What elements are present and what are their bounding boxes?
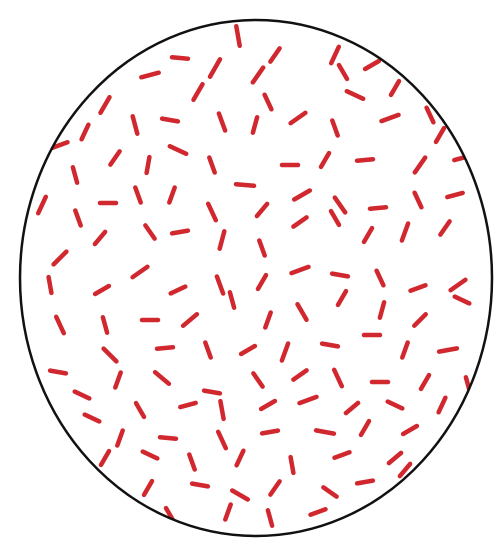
bacterium-rod [357, 481, 373, 484]
bacterium-rod [291, 457, 294, 473]
bacterium-rod [262, 431, 278, 434]
bacterium-rod [236, 184, 254, 186]
bacterium-rod [172, 231, 188, 234]
bacterium-rod [147, 157, 150, 173]
bacterium-rod [157, 347, 173, 348]
bacterium-rod [50, 371, 66, 374]
bacterium-rod [357, 159, 373, 160]
bacterium-rod [220, 401, 223, 419]
bacterium-rod [162, 119, 178, 122]
bacterium-rod [192, 484, 208, 487]
bacterium-rod [172, 57, 188, 58]
bacterium-rod [316, 430, 334, 433]
bacterium-rod [332, 274, 348, 277]
bacterium-rod [439, 348, 457, 351]
bacterium-rod [370, 207, 386, 208]
bacterium-rod [322, 344, 338, 347]
bacterium-rod [204, 391, 220, 394]
field-background [20, 20, 492, 536]
bacterium-rod [49, 277, 52, 293]
bacterium-rod [160, 437, 176, 438]
